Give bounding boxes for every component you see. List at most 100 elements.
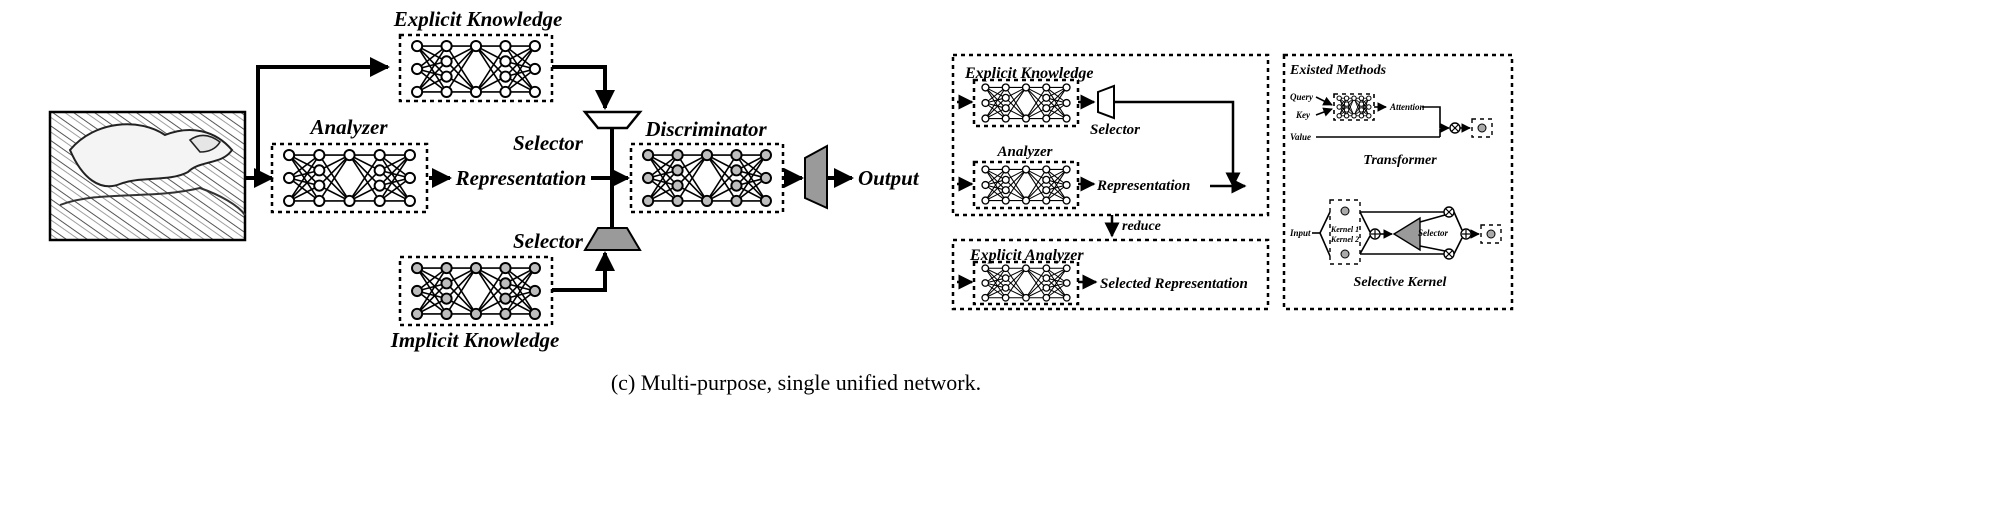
nn-edge [735, 154, 767, 179]
nn-node [671, 164, 684, 177]
sk-split-up [1319, 211, 1331, 234]
attention-label: Attention [1389, 102, 1425, 112]
nn-edge [416, 68, 448, 93]
nn-node [981, 293, 990, 302]
nn-node [642, 194, 655, 207]
query-label: Query [1290, 92, 1314, 102]
sk-k1-to-add [1359, 211, 1371, 233]
nn-edge [504, 290, 536, 315]
nn-edge [288, 154, 320, 202]
nn-edge [1353, 98, 1362, 116]
panel-b-inner-box [972, 260, 1080, 306]
nn-node [499, 40, 512, 53]
input-label: Input [1289, 228, 1311, 238]
nn-edge [1025, 87, 1047, 109]
nn-node [440, 85, 453, 98]
nn-node [469, 262, 483, 275]
nn-node [981, 165, 990, 174]
nn-edge [1046, 277, 1068, 299]
nn-edge [288, 169, 320, 202]
nn-node [313, 149, 326, 162]
nn-edge [445, 45, 477, 93]
nn-node [1001, 83, 1010, 92]
nn-node [411, 62, 424, 76]
panel-explicit-box [951, 53, 1270, 217]
nn-node [528, 307, 541, 320]
nn-edge [1025, 179, 1047, 201]
nn-edge [706, 154, 738, 187]
kernel2-node-icon [1340, 249, 1350, 259]
nn-edge [348, 154, 381, 187]
nn-edge [416, 60, 448, 93]
nn-node [411, 307, 424, 320]
nn-edge [504, 68, 536, 93]
nn-edge [475, 267, 507, 300]
nn-node [1042, 93, 1051, 102]
nn-node [1042, 114, 1051, 123]
nn-node [981, 114, 990, 123]
selector-bottom-label: Selector [513, 229, 584, 253]
attention-to-mult-wire [1422, 106, 1450, 133]
nn-node [283, 194, 296, 207]
nn-edge [1005, 97, 1027, 119]
nn-node [981, 279, 990, 287]
explicit-to-selector-wire [552, 65, 615, 110]
nn-node [700, 149, 714, 162]
nn-edge [1046, 282, 1068, 299]
nn-edge [288, 177, 320, 202]
nn-node [343, 194, 356, 207]
panel-b-network-icon [981, 264, 1071, 302]
nn-edge [1025, 97, 1047, 119]
nn-edge [416, 267, 448, 300]
nn-edge [416, 290, 448, 315]
nn-edge [288, 154, 320, 187]
discriminator-label: Discriminator [644, 117, 767, 141]
nn-node [1042, 293, 1051, 302]
nn-node [1001, 104, 1010, 113]
nn-node [313, 194, 326, 207]
query-wire [1315, 96, 1333, 106]
nn-edge [647, 177, 679, 202]
output-head-shape [804, 144, 828, 210]
nn-node [759, 194, 772, 207]
nn-node [730, 179, 743, 192]
nn-node [1042, 284, 1051, 292]
panel-a-analyzer-inner-box [972, 160, 1080, 210]
transformer-multiply-icon [1449, 122, 1461, 134]
nn-edge [735, 177, 767, 202]
nn-edge [445, 60, 477, 93]
nn-edge [647, 169, 679, 202]
nn-edge [348, 169, 381, 202]
nn-node [1001, 186, 1010, 195]
implicit-to-selector-wire [552, 251, 615, 292]
nn-edge [985, 97, 1007, 119]
nn-edge [706, 154, 738, 202]
nn-edge [984, 267, 1006, 289]
discriminator-network-icon [642, 149, 772, 207]
nn-node [1358, 95, 1365, 101]
sk-sum-icon [1460, 228, 1472, 240]
panel-b-title: Explicit Analyzer [969, 247, 1084, 264]
kernel1-label: Kernel 1 [1330, 225, 1359, 234]
analyzer-label: Analyzer [308, 115, 388, 139]
nn-node [1001, 175, 1010, 184]
nn-edge [379, 177, 411, 202]
nn-node [313, 179, 326, 192]
nn-node [411, 85, 424, 98]
nn-node [981, 264, 990, 273]
nn-node [730, 149, 743, 162]
nn-node [700, 194, 714, 207]
nn-edge [416, 267, 448, 292]
nn-node [1021, 114, 1031, 123]
nn-node [1042, 175, 1051, 184]
nn-node [1022, 264, 1030, 273]
nn-node [373, 164, 386, 177]
nn-node [730, 164, 743, 177]
sk-multiply-top-icon [1443, 206, 1455, 218]
nn-node [469, 307, 483, 320]
nn-edge [318, 154, 351, 202]
nn-edge [1025, 169, 1047, 201]
nn-node [1021, 196, 1031, 205]
nn-node [1042, 83, 1051, 92]
kernel2-label: Kernel 2 [1330, 235, 1359, 244]
